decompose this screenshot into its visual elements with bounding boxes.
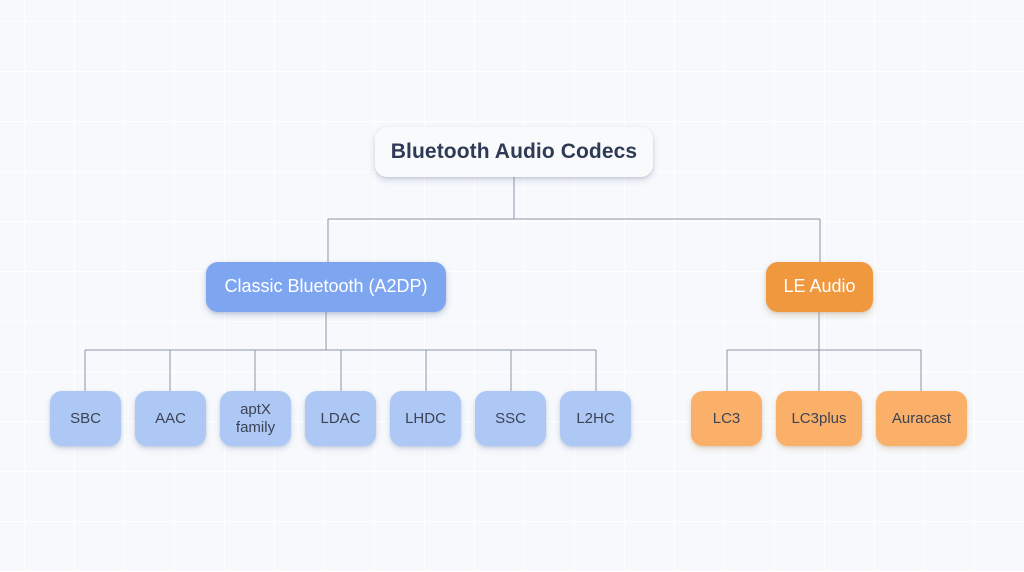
node-auracast[interactable]: Auracast — [876, 391, 967, 446]
node-lc3plus[interactable]: LC3plus — [776, 391, 862, 446]
node-root[interactable]: Bluetooth Audio Codecs — [375, 127, 653, 177]
node-aac[interactable]: AAC — [135, 391, 206, 446]
node-ldac[interactable]: LDAC — [305, 391, 376, 446]
node-ssc[interactable]: SSC — [475, 391, 546, 446]
node-classic-bluetooth-a2dp[interactable]: Classic Bluetooth (A2DP) — [206, 262, 446, 312]
node-lc3[interactable]: LC3 — [691, 391, 762, 446]
node-l2hc[interactable]: L2HC — [560, 391, 631, 446]
node-lhdc[interactable]: LHDC — [390, 391, 461, 446]
node-le-audio[interactable]: LE Audio — [766, 262, 873, 312]
node-aptx-family[interactable]: aptX family — [220, 391, 291, 446]
node-sbc[interactable]: SBC — [50, 391, 121, 446]
